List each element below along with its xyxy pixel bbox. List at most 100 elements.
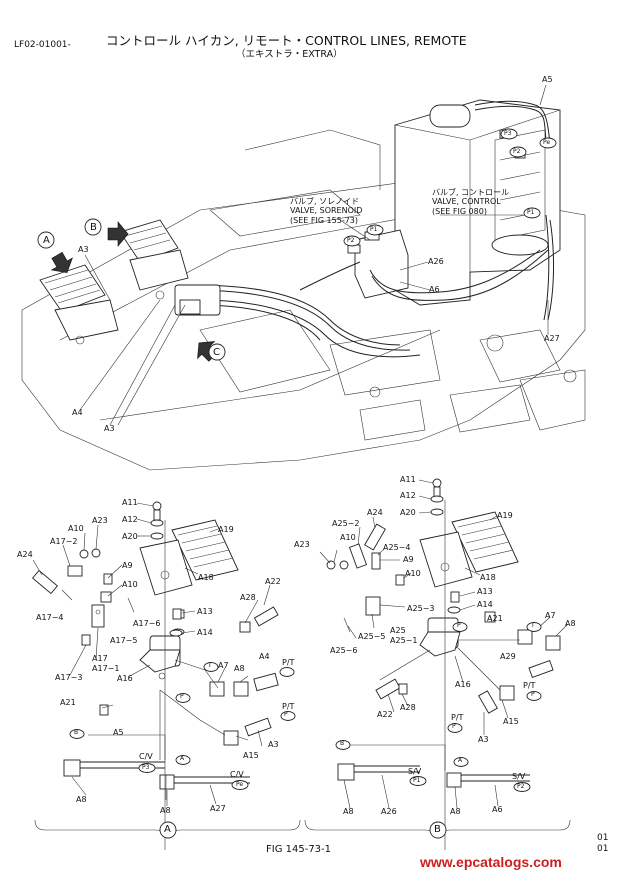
detail-a-leaders — [32, 502, 271, 806]
top-badge-p1: P1 — [370, 226, 378, 233]
a-badge-p3: P3 — [142, 764, 150, 771]
a-label-a3: A3 — [268, 740, 279, 749]
detail-b-parts — [326, 478, 561, 850]
view-b-arrow — [107, 221, 129, 247]
b-label-a7: A7 — [545, 611, 556, 620]
a-label-a13: A13 — [197, 607, 213, 616]
b-label-a3: A3 — [478, 735, 489, 744]
b-badge-t: T — [531, 622, 535, 629]
page-number-bottom: 01 — [597, 844, 609, 854]
a-label-pt2: P/T — [282, 702, 295, 711]
a-label-a17: A17 — [92, 654, 108, 663]
b-label-a10: A10 — [340, 533, 356, 542]
b-label-a26: A26 — [381, 807, 397, 816]
a-label-a11: A11 — [122, 498, 138, 507]
view-a-circle — [37, 231, 55, 249]
b-label-a28: A28 — [400, 703, 416, 712]
a-label-a17-5: A17−5 — [110, 636, 138, 645]
a-label-a15: A15 — [243, 751, 259, 760]
b-label-a19: A19 — [497, 511, 513, 520]
callout-valve-control-ref: (SEE FIG 080) — [432, 207, 487, 216]
page-title: コントロール ハイカン, リモート・CONTROL LINES, REMOTE — [106, 33, 467, 48]
b-label-a15: A15 — [503, 717, 519, 726]
a-label-a10: A10 — [68, 524, 84, 533]
top-badge-p2b: P2 — [513, 148, 521, 155]
a-label-a28: A28 — [240, 593, 256, 602]
b-label-pt2: P/T — [451, 713, 464, 722]
view-a-label: A — [43, 235, 50, 246]
b-label-a25-1: A25−1 — [390, 636, 418, 645]
a-label-a22: A22 — [265, 577, 281, 586]
section-a-label: A — [164, 824, 171, 835]
view-c-label: C — [213, 347, 220, 358]
solenoid-valve — [347, 229, 409, 299]
top-label-a3-lower: A3 — [104, 424, 115, 433]
pedal-assembly — [39, 219, 221, 345]
detail-b-leaders — [319, 479, 569, 809]
b-label-a11: A11 — [400, 475, 416, 484]
b-label-a8: A8 — [565, 619, 576, 628]
section-b-label: B — [434, 824, 441, 835]
section-a-circle — [159, 821, 177, 839]
b-label-sv1: S/V — [408, 767, 422, 776]
b-label-a8b: A8 — [343, 807, 354, 816]
b-label-a10b: A10 — [405, 569, 421, 578]
a-label-a19: A19 — [218, 525, 234, 534]
a-label-a8c: A8 — [160, 806, 171, 815]
b-label-a9: A9 — [403, 555, 414, 564]
a-badge-p: P — [180, 693, 184, 700]
b-badge-p2: P — [452, 723, 456, 730]
a-label-cv2: C/V — [230, 770, 244, 779]
callout-valve-solenoid-ref: (SEE FIG 155-73) — [290, 216, 359, 225]
b-label-a14: A14 — [477, 600, 493, 609]
a-label-a17-4: A17−4 — [36, 613, 64, 622]
top-badge-p3: P3 — [504, 130, 512, 137]
top-badge-pe: Pe — [543, 139, 551, 146]
b-label-a23: A23 — [294, 540, 310, 549]
b-label-a13: A13 — [477, 587, 493, 596]
a-label-pt: P/T — [282, 658, 295, 667]
b-label-a25: A25 — [390, 626, 406, 635]
a-label-a18: A18 — [198, 573, 214, 582]
a-label-a20: A20 — [122, 532, 138, 541]
a-label-a5: A5 — [113, 728, 124, 737]
a-label-a17-6: A17−6 — [133, 619, 161, 628]
a-label-a9: A9 — [122, 561, 133, 570]
a-label-a24: A24 — [17, 550, 33, 559]
a-label-a14: A14 — [197, 628, 213, 637]
view-b-label: B — [90, 222, 97, 233]
a-badge-b: B — [74, 729, 79, 736]
view-a-arrow — [50, 251, 73, 273]
b-badge-pt-p: P — [531, 691, 535, 698]
a-label-a4: A4 — [259, 652, 270, 661]
a-label-a10b: A10 — [122, 580, 138, 589]
b-label-a25-6: A25−6 — [330, 646, 358, 655]
a-label-a23: A23 — [92, 516, 108, 525]
a-label-a17-2: A17−2 — [50, 537, 78, 546]
watermark-text: www.epcatalogs.com — [420, 854, 562, 870]
a-badge-t: T — [208, 662, 212, 669]
b-label-a25-5: A25−5 — [358, 632, 386, 641]
b-label-a25-4: A25−4 — [383, 543, 411, 552]
section-b-circle — [429, 821, 447, 839]
b-label-a29: A29 — [500, 652, 516, 661]
a-label-a12: A12 — [122, 515, 138, 524]
a-badge-pe: Pe — [236, 781, 244, 788]
view-b-circle — [84, 218, 102, 236]
a-label-a8b: A8 — [76, 795, 87, 804]
page-subtitle: （エキストラ・EXTRA） — [236, 49, 343, 60]
figure-number: FIG 145-73-1 — [266, 844, 332, 855]
b-label-a12: A12 — [400, 491, 416, 500]
a-label-a17-1: A17−1 — [92, 664, 120, 673]
a-label-a7: A7 — [218, 661, 229, 670]
callout-valve-control-ja: バルブ, コントロール — [432, 188, 510, 197]
b-label-a22: A22 — [377, 710, 393, 719]
top-label-a5: A5 — [542, 75, 553, 84]
b-badge-a: A — [458, 757, 463, 764]
b-label-a25-3: A25−3 — [407, 604, 435, 613]
b-badge-p: P — [457, 622, 461, 629]
top-badge-p1b: P1 — [527, 209, 535, 216]
b-label-a20: A20 — [400, 508, 416, 517]
detail-a-parts — [31, 501, 279, 850]
